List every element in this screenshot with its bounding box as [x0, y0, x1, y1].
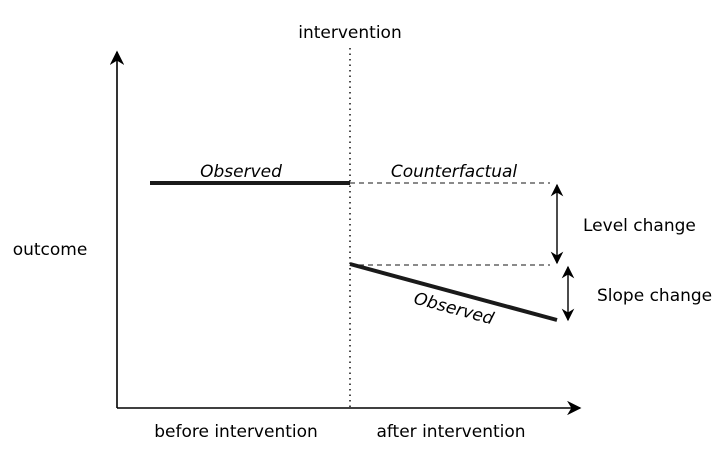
intervention-label: intervention: [298, 23, 401, 43]
y-axis-label: outcome: [13, 240, 88, 260]
observed-pre-label: Observed: [200, 162, 282, 182]
observed-post-label: Observed: [412, 289, 496, 330]
x-after-label: after intervention: [376, 422, 525, 442]
observed-post-line: [349, 262, 558, 322]
slope-change-label: Slope change: [597, 286, 712, 306]
level-change-label: Level change: [583, 216, 696, 236]
x-before-label: before intervention: [154, 422, 318, 442]
counterfactual-label: Counterfactual: [391, 162, 518, 182]
